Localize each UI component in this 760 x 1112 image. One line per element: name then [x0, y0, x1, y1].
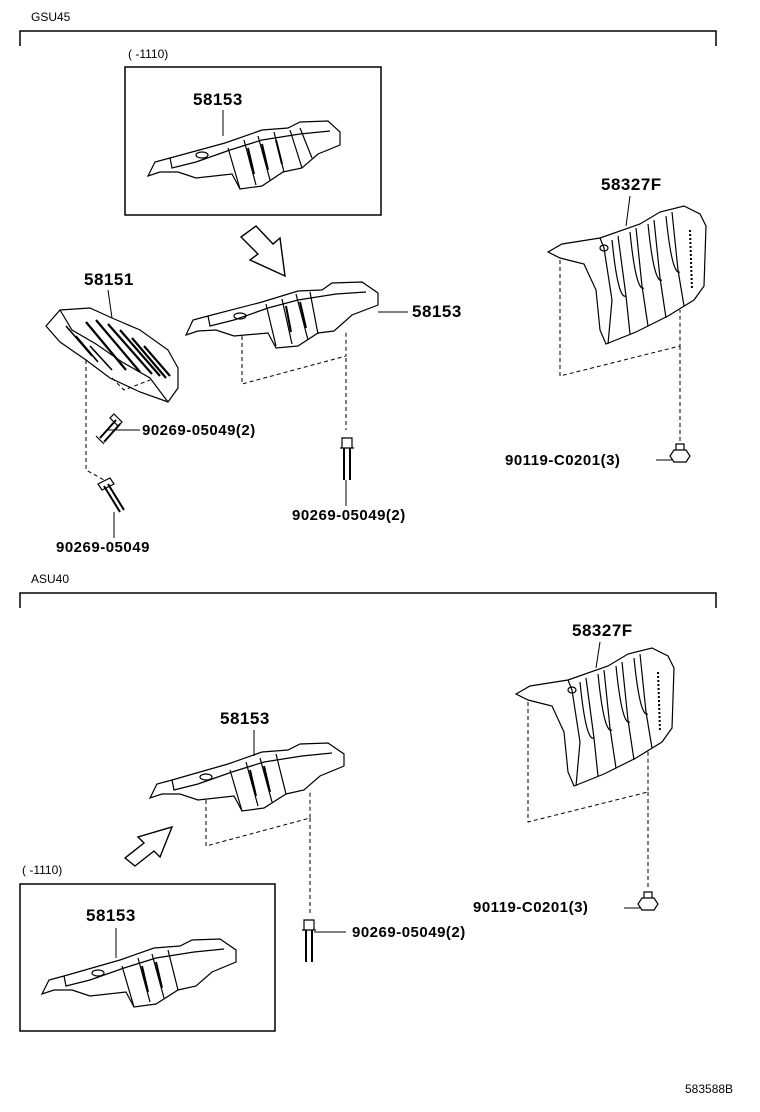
insulator-58153-top — [184, 281, 379, 349]
inset-range-label-bottom: ( -1110) — [22, 863, 63, 877]
section-title-asu40: ASU40 — [31, 572, 70, 586]
insulator-58153-bottom — [148, 742, 345, 812]
inset-box-bottom — [19, 883, 276, 1032]
arrow-down-icon — [239, 225, 286, 278]
part-label-58327F-top: 58327F — [601, 175, 662, 194]
insulator-58151 — [45, 307, 179, 403]
clip-icon — [95, 413, 354, 962]
part-label-clip-a: 90269-05049(2) — [142, 422, 256, 439]
insulator-58153-inset-top — [146, 120, 341, 190]
dashed-guides — [85, 260, 681, 914]
section-bracket-bottom — [19, 592, 717, 608]
part-label-clip-bottom: 90269-05049(2) — [352, 924, 466, 941]
leader-lines — [107, 110, 672, 958]
insulator-58327F-top — [546, 205, 707, 345]
section-bracket-top — [19, 30, 717, 46]
illustration-code: 583588B — [685, 1082, 734, 1096]
bolt-icon — [637, 443, 691, 911]
part-label-inset-bottom: 58153 — [86, 906, 136, 925]
arrow-up-icon — [123, 825, 174, 867]
part-label-inset-top: 58153 — [193, 90, 243, 109]
part-label-58327F-bottom: 58327F — [572, 621, 633, 640]
insulator-58327F-bottom — [514, 647, 675, 787]
insulator-58153-inset-bottom — [40, 938, 237, 1008]
part-label-58151: 58151 — [84, 270, 134, 289]
inset-box-top — [124, 66, 382, 216]
part-label-clip-b: 90269-05049 — [56, 539, 150, 556]
inset-range-label-top: ( -1110) — [128, 47, 169, 61]
section-title-gsu45: GSU45 — [31, 10, 71, 24]
part-label-clip-c: 90269-05049(2) — [292, 507, 406, 524]
part-label-58153-bottom: 58153 — [220, 709, 270, 728]
part-label-bolt-bottom: 90119-C0201(3) — [473, 899, 589, 916]
part-label-58153-top: 58153 — [412, 302, 462, 321]
part-label-bolt-top: 90119-C0201(3) — [505, 452, 621, 469]
